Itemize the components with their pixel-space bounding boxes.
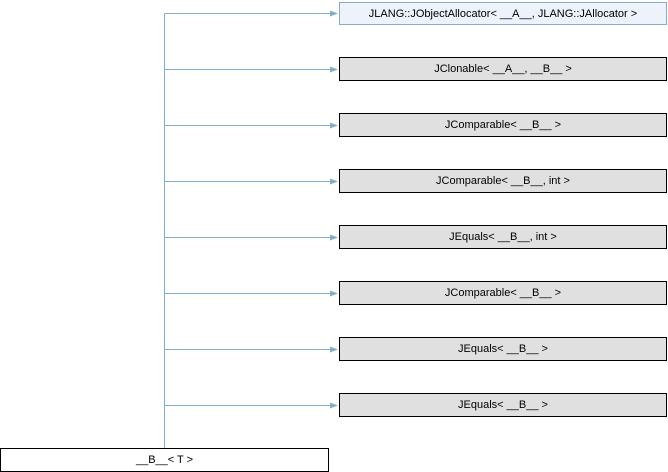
base-class-node-jequals-int[interactable]: JEquals< __B__, int > — [339, 225, 667, 249]
derived-class-node[interactable]: __B__< T > — [0, 448, 329, 472]
base-class-node-jcomparable-int[interactable]: JComparable< __B__, int > — [339, 169, 667, 193]
base-class-label: JEquals< __B__ > — [458, 399, 548, 411]
base-class-label: JEquals< __B__, int > — [449, 231, 557, 243]
base-class-node-jclonable[interactable]: JClonable< __A__, __B__ > — [339, 57, 667, 81]
base-class-label: JLANG::JObjectAllocator< __A__, JLANG::J… — [368, 7, 638, 20]
edge-arrowhead-4 — [330, 234, 338, 241]
derived-class-label: __B__< T > — [135, 454, 194, 466]
edge-arrowhead-6 — [330, 346, 338, 353]
base-class-node-jobjectallocator[interactable]: JLANG::JObjectAllocator< __A__, JLANG::J… — [339, 2, 667, 25]
edge-arrowhead-2 — [330, 122, 338, 129]
edge-arrowhead-5 — [330, 290, 338, 297]
edge-arrowhead-1 — [330, 66, 338, 73]
base-class-node-jequals-2[interactable]: JEquals< __B__ > — [339, 393, 667, 417]
base-class-node-jcomparable-2[interactable]: JComparable< __B__ > — [339, 281, 667, 305]
edge-arrowhead-3 — [330, 178, 338, 185]
base-class-label: JComparable< __B__ > — [444, 119, 562, 131]
edge-arrowhead-0 — [330, 10, 338, 17]
base-class-label: JComparable< __B__ > — [444, 287, 562, 299]
base-class-node-jcomparable[interactable]: JComparable< __B__ > — [339, 113, 667, 137]
base-class-label: JComparable< __B__, int > — [436, 175, 570, 187]
base-class-label: JClonable< __A__, __B__ > — [434, 63, 572, 75]
edge-arrowhead-7 — [330, 402, 338, 409]
base-class-node-jequals[interactable]: JEquals< __B__ > — [339, 337, 667, 361]
base-class-label: JEquals< __B__ > — [458, 343, 548, 355]
